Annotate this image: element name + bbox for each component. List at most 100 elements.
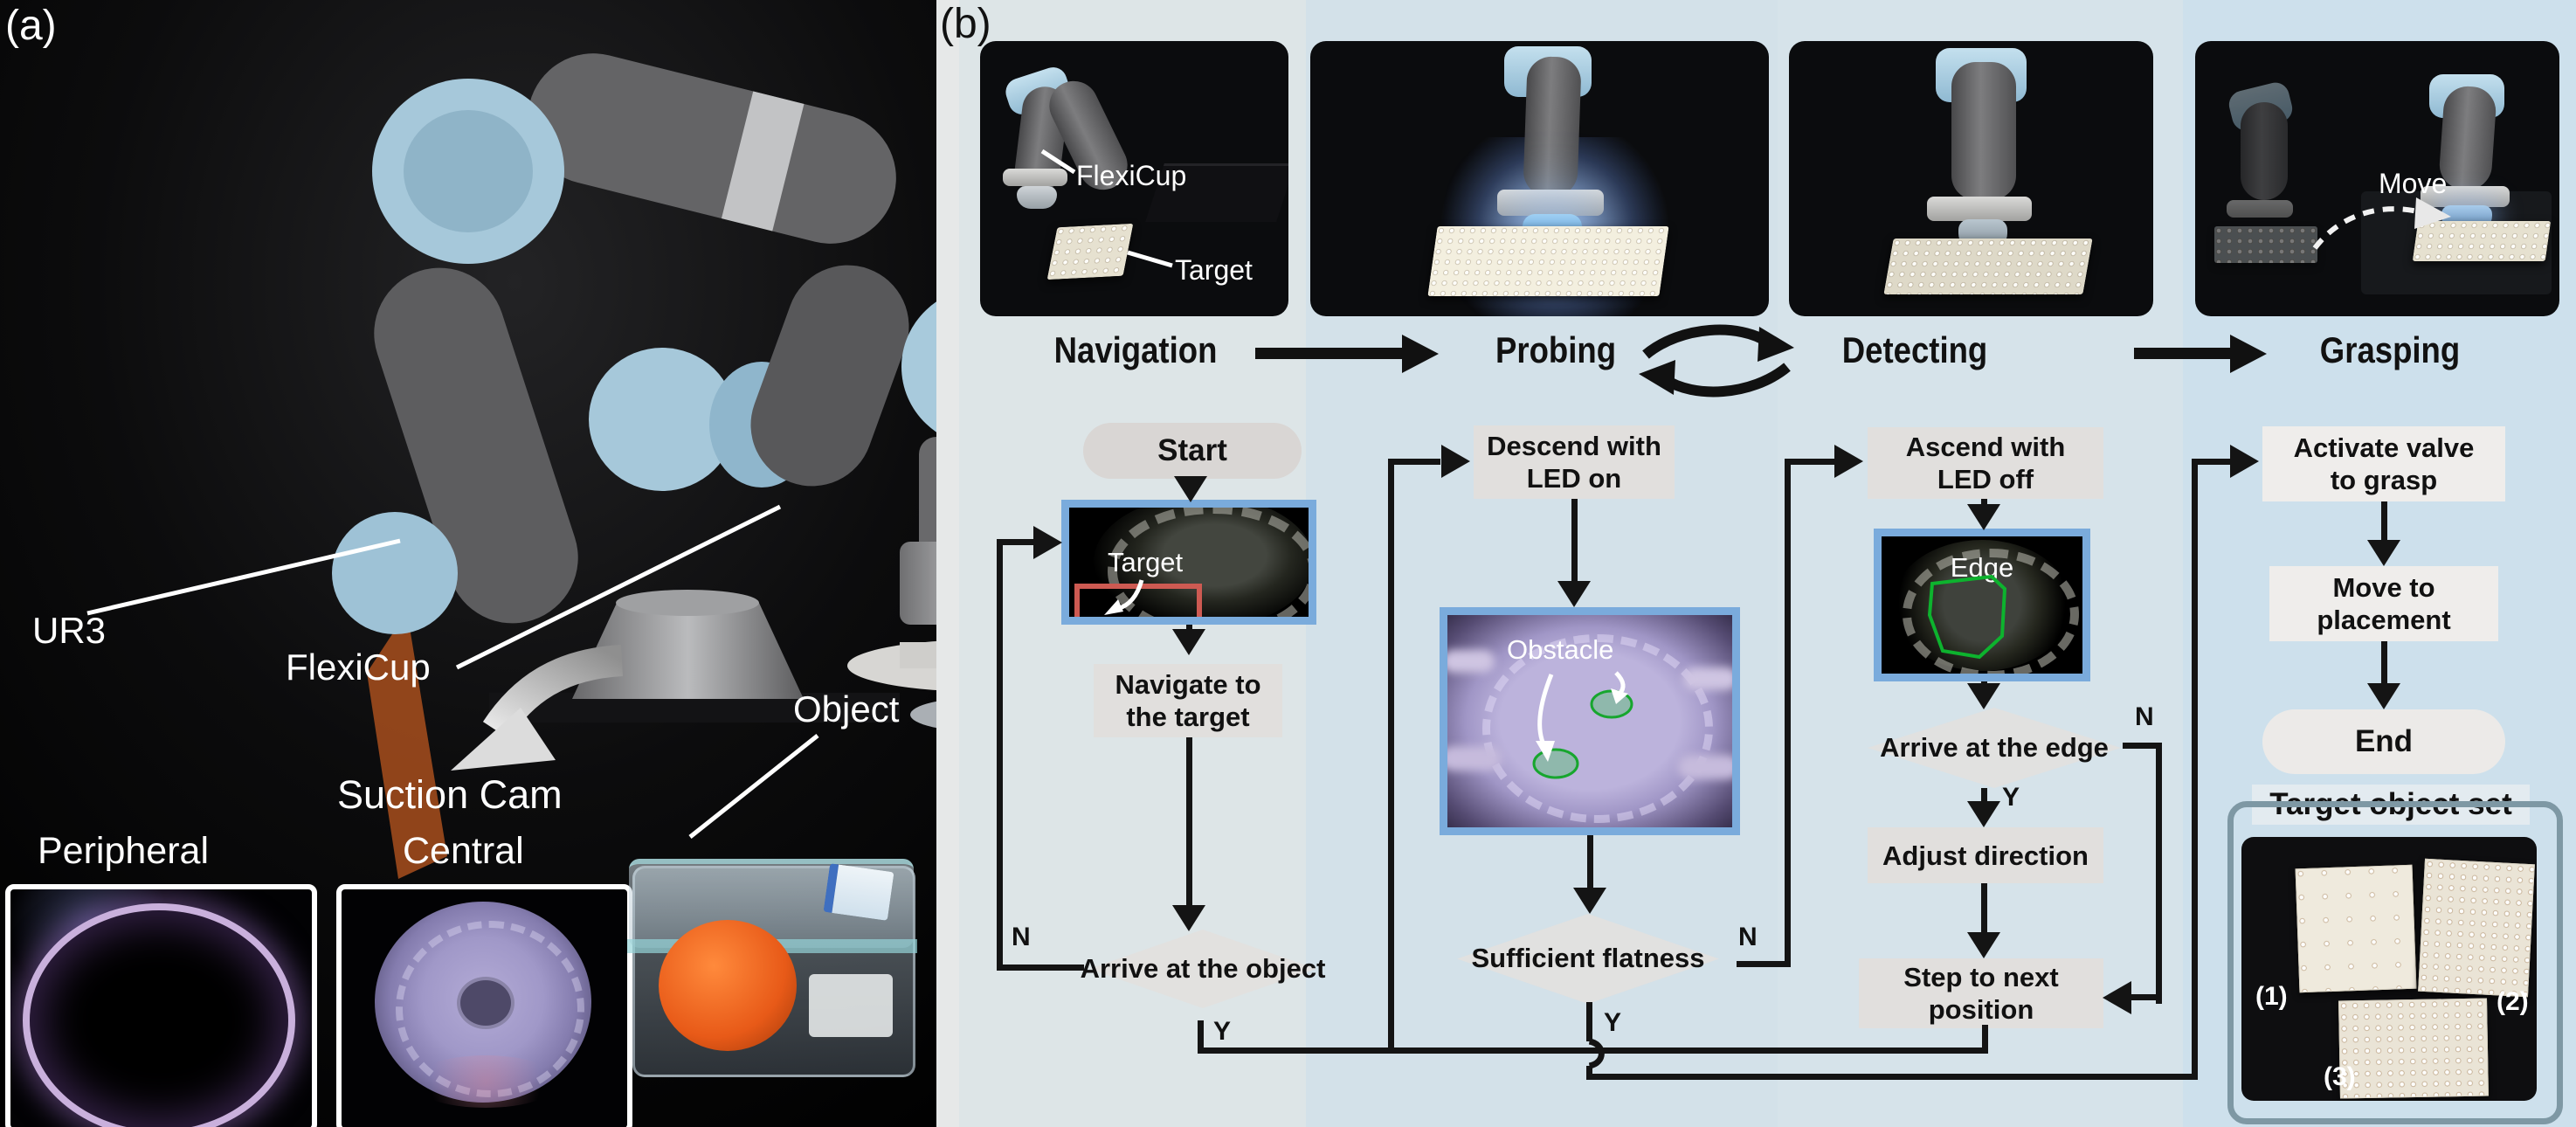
arrow-move-to-end-shaft (2381, 641, 2387, 685)
robot-base-cone (572, 601, 804, 699)
suction-cam-arrow-head (451, 708, 556, 771)
robot-elbow-cap (589, 348, 736, 491)
pin-blur-3 (1683, 667, 1732, 690)
mini-robot-link (1523, 55, 1582, 198)
cam-label-target: Target (1108, 547, 1184, 577)
arrow-move-to-end (2367, 683, 2400, 709)
arrow-nav-to-probing-shaft (1255, 348, 1404, 359)
arrow-adjust-to-step-shaft (1981, 883, 1987, 934)
arrow-det-to-grasp-shaft (2134, 348, 2234, 359)
riser-to-descend (1388, 459, 1394, 1054)
mini-flexicup-cup (1017, 186, 1057, 209)
ghost-board (2214, 226, 2317, 263)
robot-wrist-cylinder (919, 437, 936, 603)
stage-grasping: Grasping (2319, 329, 2461, 370)
arrow-box-to-diamond (1172, 905, 1205, 931)
suction-cam-arrow-body (482, 645, 624, 740)
riser-to-activate-top (2192, 459, 2234, 465)
merge-line-2 (1586, 1074, 2198, 1080)
robot-silver-band (721, 91, 805, 232)
panel-a-tag: (a) (5, 3, 57, 49)
central-cam-inset (336, 884, 632, 1127)
photo-detecting (1789, 41, 2153, 316)
photo-label-target: Target (1175, 254, 1253, 286)
flow-sufficient-flatness-text: Sufficient flatness (1471, 943, 1705, 973)
flexicup-flange-body (900, 642, 936, 668)
target-set-container (2227, 801, 2563, 1124)
robot-shoulder-cap-inner (404, 110, 533, 232)
target-plate-1 (2295, 864, 2417, 993)
label-ur3: UR3 (32, 610, 107, 651)
panel-b-tag: (b) (940, 1, 991, 47)
flexicup-flange-disc (847, 640, 936, 691)
detect-yes-label: Y (2002, 783, 2020, 812)
arrow-cam-to-flatness-shaft (1587, 835, 1593, 889)
cup-rim-studs (1108, 508, 1309, 617)
arrow-det-to-grasp-head (2230, 335, 2267, 373)
object-pointer-line (688, 734, 819, 839)
nav-no-loop-top (997, 539, 1035, 545)
probing-no-label: N (1738, 923, 1758, 951)
cam-label-obstacle: Obstacle (1507, 634, 1614, 665)
mini-target-board (1883, 239, 2093, 294)
robot-elbow-cap-2 (709, 362, 814, 487)
pin-blur-4 (1678, 755, 1732, 779)
stage-detecting: Detecting (1841, 329, 1988, 370)
flow-move-box: Move to placement (2269, 566, 2498, 641)
flow-step-box: Step to next position (1859, 958, 2103, 1028)
arrow-activate-to-move (2367, 540, 2400, 566)
object-orange-ball (659, 920, 797, 1051)
robot-wrist-cap (901, 301, 936, 432)
mini-target-board (2412, 221, 2552, 261)
nav-no-loop-bottom (997, 965, 1084, 971)
mini-target-board (1046, 223, 1134, 280)
arrow-activate-to-move-shaft (2381, 501, 2387, 542)
flow-adjust-box: Adjust direction (1868, 827, 2103, 883)
descend-in-arrowhead (1441, 445, 1470, 478)
robot-forearm (750, 265, 909, 487)
mini-target-board (1427, 226, 1669, 296)
flow-end: End (2262, 709, 2505, 774)
mini-flexicup-flange (1927, 197, 2032, 221)
label-suction-cam: Suction Cam (337, 772, 563, 817)
nav-yes-drop (1198, 1020, 1204, 1054)
nav-yes-label: Y (1213, 1017, 1232, 1046)
photo-label-flexicup: FlexiCup (1076, 160, 1187, 191)
target-set-item-2: (2) (2497, 987, 2529, 1016)
probing-no-riser (1785, 459, 1791, 967)
flow-arrive-object-text: Arrive at the object (1080, 953, 1326, 984)
target-set-item-3: (3) (2324, 1062, 2356, 1091)
central-cup-rings (396, 921, 584, 1097)
probing-cam-image: Obstacle (1440, 607, 1740, 835)
panel-a: (a) UR3 FlexiCup Suction Cam Object Peri… (0, 0, 936, 1127)
arrow-adjust-to-step (1967, 932, 2000, 958)
arrow-ascend-to-cam-shaft (1981, 499, 1987, 506)
arrow-cam-to-edge (1967, 683, 2000, 709)
robot-joint-cap-left (332, 512, 458, 634)
step-output-drop (1982, 1025, 1988, 1054)
arrow-cam-to-flatness (1573, 888, 1606, 914)
arrow-descend-to-cam (1557, 581, 1591, 607)
target-plate-2 (2418, 858, 2535, 998)
flow-start: Start (1083, 423, 1302, 479)
label-object: Object (793, 688, 900, 729)
peripheral-cup-opening (23, 903, 295, 1127)
mini-flexicup-flange (1497, 190, 1604, 216)
riser-to-activate (2192, 459, 2198, 1080)
object-white-pad (809, 974, 893, 1037)
navigation-cam-image: Target (1061, 500, 1316, 625)
nav-no-loop-vertical (997, 542, 1003, 971)
arrow-box-to-diamond-shaft (1186, 737, 1192, 907)
arrow-cam-to-box (1172, 629, 1205, 655)
ghost-robot-link (2241, 102, 2288, 200)
robot-link-upper (528, 53, 896, 244)
arrow-edge-to-adjust-shaft (1981, 788, 1987, 804)
riser-to-descend-top (1388, 459, 1440, 465)
nav-no-loop-arrowhead (1033, 526, 1062, 559)
central-pink-glow (411, 1055, 560, 1108)
flow-activate-box: Activate valve to grasp (2262, 426, 2505, 501)
nav-no-label: N (1012, 923, 1031, 951)
merge-line-1 (1198, 1047, 1988, 1054)
cam-label-edge: Edge (1950, 552, 2014, 583)
